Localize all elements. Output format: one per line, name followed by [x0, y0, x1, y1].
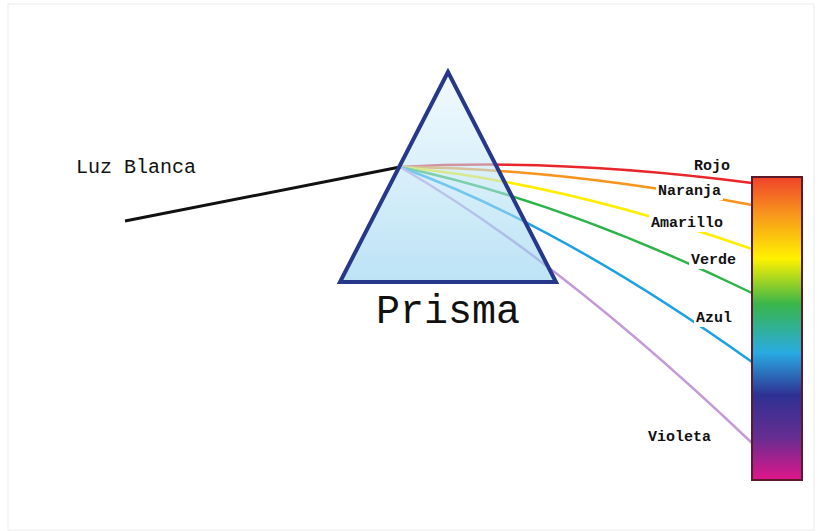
prism-outline — [340, 72, 556, 282]
frame — [8, 4, 814, 530]
colour-label: Naranja — [656, 183, 723, 200]
colour-label: Verde — [689, 252, 738, 269]
colour-label: Rojo — [692, 158, 732, 175]
light-label: Luz Blanca — [74, 156, 198, 179]
prism-triangle — [336, 68, 560, 286]
colour-label: Azul — [694, 310, 734, 327]
spectrum-bar — [752, 177, 802, 480]
prism-node: Prisma — [336, 68, 560, 340]
colour-label: Amarillo — [649, 215, 725, 232]
prism-title: Prisma — [336, 290, 560, 336]
colour-label: Violeta — [646, 429, 713, 446]
